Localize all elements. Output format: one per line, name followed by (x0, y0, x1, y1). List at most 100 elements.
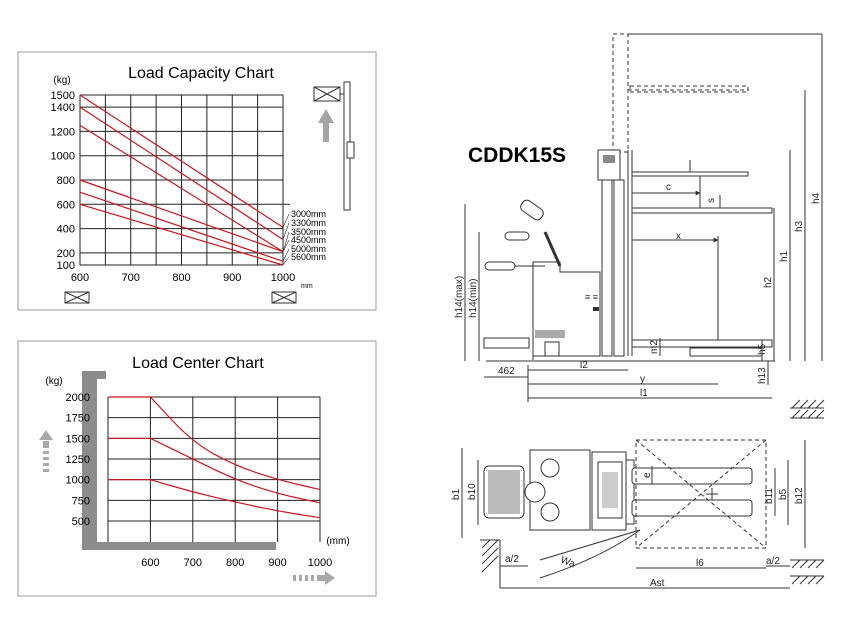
capacity-legend-label: 3300mm (291, 218, 326, 228)
capacity-y-tick: 400 (57, 224, 75, 236)
capacity-y-tick: 1400 (51, 102, 75, 114)
capacity-curves (79, 94, 284, 266)
capacity-chart-title: Load Capacity Chart (128, 65, 274, 82)
capacity-curve-4500mm (79, 179, 284, 253)
dim-x: x (676, 231, 681, 242)
dim-y: y (640, 374, 645, 385)
dim-e: e (642, 472, 653, 478)
top-view-drawing (461, 439, 825, 589)
center-curve-3 (108, 479, 321, 519)
capacity-y-tick: 1500 (51, 90, 75, 102)
dim-b10: b10 (467, 483, 478, 500)
center-curve-1 (108, 396, 321, 491)
center-x-unit: (mm) (326, 536, 349, 547)
center-y-tick: 1750 (66, 413, 90, 425)
dim-ast: Ast (650, 578, 665, 589)
dim-h3: h3 (794, 220, 805, 232)
capacity-y-tick: 600 (57, 199, 75, 211)
capacity-x-tick: 900 (223, 272, 241, 284)
capacity-leader-line (282, 248, 290, 262)
dim-h14-max: h14(max) (454, 276, 465, 318)
capacity-y-tick: 200 (57, 248, 75, 260)
center-curves (108, 396, 321, 519)
capacity-curve-3000mm (79, 94, 284, 228)
capacity-legend-label: 4500mm (291, 235, 326, 245)
capacity-x-tick: 700 (122, 272, 140, 284)
side-dimension-labels: c s x h1 h2 h3 h4 h5 h13 m2 h14(max) h14… (454, 182, 822, 399)
center-chart-title: Load Center Chart (132, 355, 264, 372)
center-x-tick: 900 (268, 557, 286, 569)
dim-l1: l1 (640, 388, 648, 399)
capacity-legend-label: 3500mm (291, 227, 326, 237)
model-name: CDDK15S (468, 144, 566, 167)
dim-m2: m2 (649, 340, 660, 354)
dim-h1: h1 (779, 250, 790, 262)
capacity-y-tick: 800 (57, 175, 75, 187)
pallet-icon (64, 291, 297, 304)
load-center-chart: Load Center Chart (kg) (mm) 2000 1750 1500… (17, 340, 377, 597)
center-curve-2 (108, 437, 321, 504)
capacity-x-tick: 600 (71, 272, 89, 284)
dim-b11: b11 (764, 488, 775, 504)
dim-h4: h4 (811, 192, 822, 204)
capacity-leader-line (282, 231, 290, 252)
capacity-leader-line (282, 239, 290, 252)
center-y-tick: 1000 (66, 475, 90, 487)
dim-h5: h5 (757, 343, 768, 355)
dim-l6: l6 (696, 558, 704, 569)
dim-l2: l2 (580, 360, 588, 371)
capacity-legend-label: 5000mm (291, 244, 326, 254)
up-arrow-icon (39, 430, 53, 472)
dim-h2: h2 (763, 276, 774, 288)
dim-462: 462 (498, 366, 515, 377)
capacity-leader-line (282, 222, 290, 240)
top-dimension-labels: b1 b10 b11 b5 b12 e a/2 Wa l6 a/2 Ast (451, 472, 805, 589)
capacity-legend-label: 5600mm (291, 252, 326, 262)
capacity-y-tick: 100 (57, 260, 75, 272)
dim-s: s (706, 198, 717, 203)
capacity-x-tick: 800 (172, 272, 190, 284)
capacity-curve-3300mm (79, 106, 284, 241)
side-view-drawing: ≡ ≡ (464, 33, 825, 419)
center-y-tick: 1250 (66, 454, 90, 466)
dim-b1: b1 (451, 488, 462, 500)
capacity-y-tick: 1000 (51, 151, 75, 163)
capacity-leader-line (282, 256, 290, 266)
capacity-curve-5600mm (79, 203, 284, 266)
capacity-curve-3500mm (79, 124, 284, 253)
dim-b12: b12 (794, 487, 805, 504)
dim-a2-right: a/2 (766, 556, 780, 567)
center-tick-labels: 2000 1750 1500 1250 1000 750 500 600 700 800 900 10… (66, 392, 333, 569)
dim-h13: h13 (757, 367, 768, 384)
capacity-x-tick: 1000 (271, 272, 295, 284)
center-x-tick: 1000 (308, 557, 332, 569)
center-x-tick: 700 (184, 557, 202, 569)
center-y-tick: 750 (72, 495, 90, 507)
dim-h14-min: h14(min) (468, 279, 479, 318)
capacity-y-unit: (kg) (53, 75, 70, 86)
capacity-y-tick: 1200 (51, 126, 75, 138)
capacity-curve-5000mm (79, 191, 284, 262)
center-chart-frame (17, 340, 377, 597)
capacity-leader-line (282, 213, 290, 228)
center-y-tick: 1500 (66, 433, 90, 445)
capacity-x-unit: mm (301, 283, 313, 290)
dim-wa: Wa (559, 555, 577, 571)
dim-b5: b5 (778, 488, 789, 500)
capacity-legend-label: 3000mm (291, 209, 326, 219)
dim-c: c (666, 182, 671, 193)
center-x-tick: 600 (141, 557, 159, 569)
right-arrow-icon (293, 571, 335, 585)
mast-lift-icon (313, 81, 355, 211)
dim-a2-left: a/2 (505, 554, 519, 565)
center-y-tick: 500 (72, 516, 90, 528)
center-x-tick: 800 (226, 557, 244, 569)
center-y-tick: 2000 (66, 392, 90, 404)
center-y-unit: (kg) (45, 376, 62, 387)
svg-text:≡ ≡: ≡ ≡ (585, 292, 598, 302)
